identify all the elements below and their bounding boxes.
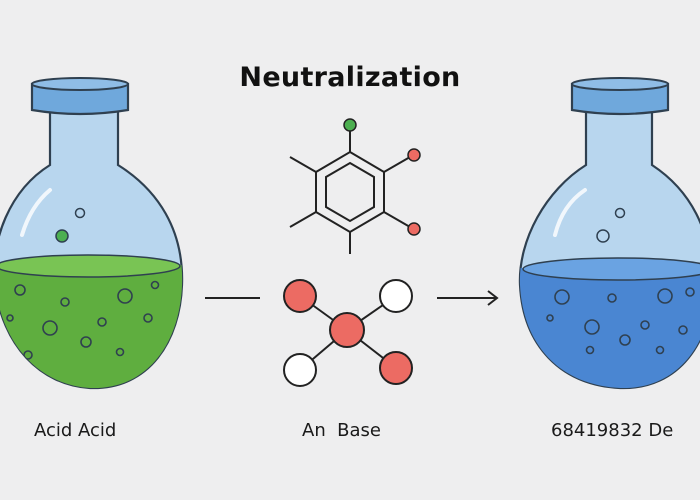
center-atom (329, 312, 365, 348)
right-flask (518, 77, 700, 390)
base-bubbles (546, 287, 695, 355)
white-atom-top-right (379, 279, 413, 313)
molecule-icon (283, 279, 413, 387)
base-label: An Base (302, 420, 381, 441)
base-bubble-small (614, 207, 626, 219)
right-arrow-icon (437, 290, 499, 306)
product-label: 68419832 De (551, 420, 674, 441)
red-atom-top-left (283, 279, 317, 313)
acid-liquid-surface (0, 254, 181, 278)
red-atom-bottom-right (379, 351, 413, 385)
left-flask (0, 77, 184, 390)
green-atom (343, 118, 357, 132)
red-atom-lower (407, 222, 421, 236)
base-bubble-free (596, 229, 610, 243)
acid-liquid (0, 265, 183, 389)
left-flask-rim (30, 82, 130, 116)
right-flask-rim (570, 82, 670, 116)
benzene-ring-icon (289, 130, 411, 254)
base-liquid (519, 268, 700, 389)
diagram-title: Neutralization (239, 62, 461, 93)
acid-bubble-small (74, 207, 86, 219)
base-liquid-surface (522, 257, 700, 281)
acid-label: Acid Acid (34, 420, 117, 441)
red-atom-upper (407, 148, 421, 162)
white-atom-bottom-left (283, 353, 317, 387)
acid-bubbles (6, 280, 160, 360)
acid-bubble-free (55, 229, 69, 243)
